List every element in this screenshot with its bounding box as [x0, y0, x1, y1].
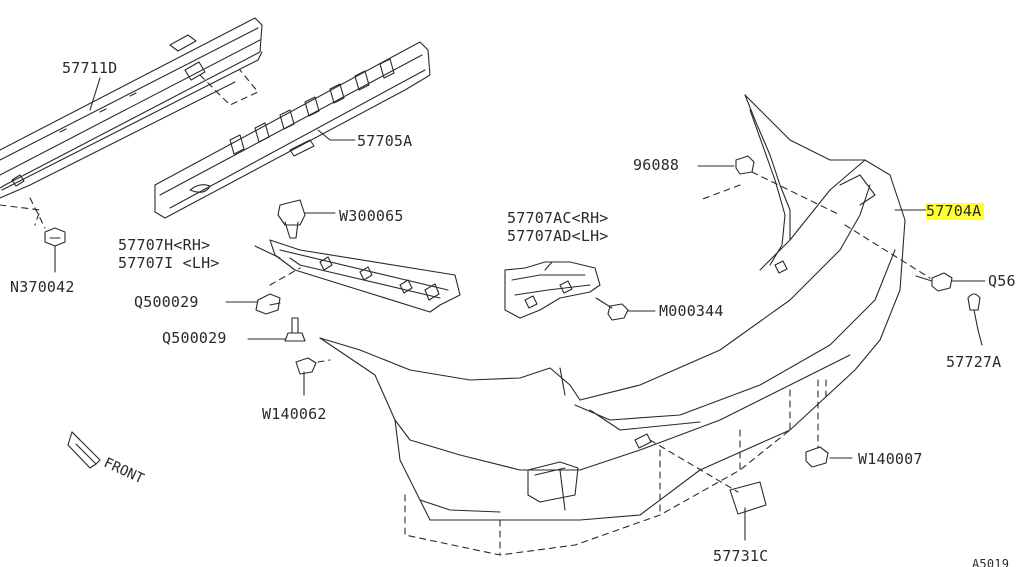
label-m000344[interactable]: M000344 [659, 302, 724, 320]
screw-q500029-b [247, 317, 306, 342]
label-57707h[interactable]: 57707H<RH> [118, 236, 211, 254]
label-57711d[interactable]: 57711D [62, 59, 118, 77]
label-57727a[interactable]: 57727A [946, 353, 1002, 371]
nut-n370042 [44, 227, 66, 263]
clip-96088 [697, 155, 841, 216]
bolt-m000344 [595, 297, 656, 321]
side-bracket-57707h [269, 239, 461, 313]
clip-w140007 [805, 379, 853, 468]
label-57731c[interactable]: 57731C [713, 547, 769, 565]
bracket-57707ac [504, 261, 601, 319]
label-57707ad[interactable]: 57707AD<LH> [507, 227, 609, 245]
label-corner-code: A5019 [972, 557, 1010, 567]
label-w140007[interactable]: W140007 [858, 450, 923, 468]
label-n370042[interactable]: N370042 [10, 278, 75, 296]
reinforcement-beam-57711d [0, 17, 263, 229]
front-arrow-icon [67, 431, 101, 469]
dashed-guides [404, 389, 791, 556]
clip-w300065 [277, 199, 336, 239]
screw-q56 [844, 224, 986, 292]
label-57707i[interactable]: 57707I <LH> [118, 254, 220, 272]
label-w300065[interactable]: W300065 [339, 207, 404, 225]
label-w140062[interactable]: W140062 [262, 405, 327, 423]
screw-q500029-a [225, 293, 281, 315]
label-q500029-b[interactable]: Q500029 [162, 329, 227, 347]
label-q56[interactable]: Q56 [988, 272, 1016, 290]
label-96088[interactable]: 96088 [633, 156, 680, 174]
bumper-cover-57704a [319, 94, 906, 521]
label-57704a-highlighted[interactable]: 57704A [926, 203, 985, 220]
label-57707ac[interactable]: 57707AC<RH> [507, 209, 609, 227]
energy-absorber-57705a [154, 41, 431, 219]
label-q500029-a[interactable]: Q500029 [134, 293, 199, 311]
label-57705a[interactable]: 57705A [357, 132, 413, 150]
fastener-57727a [967, 293, 983, 346]
clip-w140062 [295, 357, 331, 396]
cover-57731c [649, 439, 767, 541]
